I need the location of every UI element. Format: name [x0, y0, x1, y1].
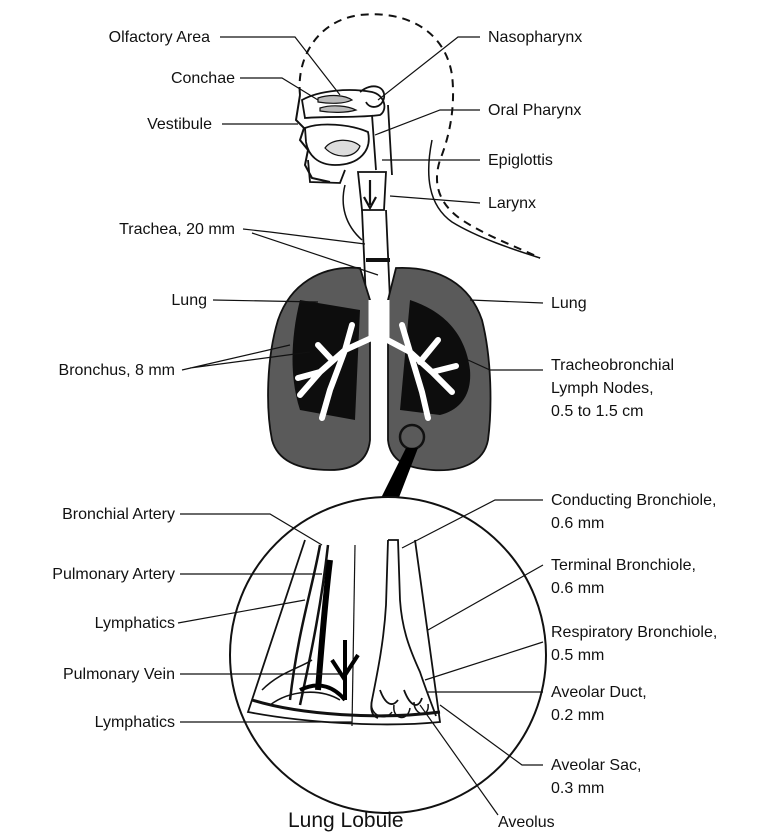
label-olfactory-area: Olfactory Area — [109, 27, 210, 48]
label-alveolar-sac-line2: 0.3 mm — [551, 778, 604, 799]
label-pulmonary-vein: Pulmonary Vein — [63, 664, 175, 685]
label-lymph-nodes-line1: Tracheobronchial — [551, 355, 674, 376]
label-conducting-bronchiole-line2: 0.6 mm — [551, 513, 604, 534]
label-lymphatics-lower: Lymphatics — [95, 712, 175, 733]
label-lymph-nodes-line2: Lymph Nodes, — [551, 378, 654, 399]
caption-lung-lobule: Lung Lobule — [288, 810, 404, 831]
label-terminal-bronchiole-line2: 0.6 mm — [551, 578, 604, 599]
label-alveolar-duct-line1: Aveolar Duct, — [551, 682, 647, 703]
label-bronchus: Bronchus, 8 mm — [59, 360, 175, 381]
label-oral-pharynx: Oral Pharynx — [488, 100, 581, 121]
label-conducting-bronchiole-line1: Conducting Bronchiole, — [551, 490, 716, 511]
label-vestibule: Vestibule — [147, 114, 212, 135]
label-larynx: Larynx — [488, 193, 536, 214]
label-alveolar-duct-line2: 0.2 mm — [551, 705, 604, 726]
neck-front-line — [343, 185, 362, 240]
label-trachea: Trachea, 20 mm — [119, 219, 235, 240]
label-alveolar-sac-line1: Aveolar Sac, — [551, 755, 641, 776]
label-epiglottis: Epiglottis — [488, 150, 553, 171]
nasal-cavity — [302, 90, 384, 118]
label-lung-left: Lung — [171, 290, 207, 311]
label-terminal-bronchiole-line1: Terminal Bronchiole, — [551, 555, 696, 576]
label-bronchial-artery: Bronchial Artery — [62, 504, 175, 525]
label-respiratory-bronchiole-line2: 0.5 mm — [551, 645, 604, 666]
label-pulmonary-artery: Pulmonary Artery — [52, 564, 175, 585]
label-nasopharynx: Nasopharynx — [488, 27, 582, 48]
label-lymph-nodes-line3: 0.5 to 1.5 cm — [551, 401, 644, 422]
label-respiratory-bronchiole-line1: Respiratory Bronchiole, — [551, 622, 717, 643]
label-lymphatics-upper: Lymphatics — [95, 613, 175, 634]
label-conchae: Conchae — [171, 68, 235, 89]
label-alveolus: Aveolus — [498, 812, 555, 833]
label-lung-right: Lung — [551, 293, 587, 314]
